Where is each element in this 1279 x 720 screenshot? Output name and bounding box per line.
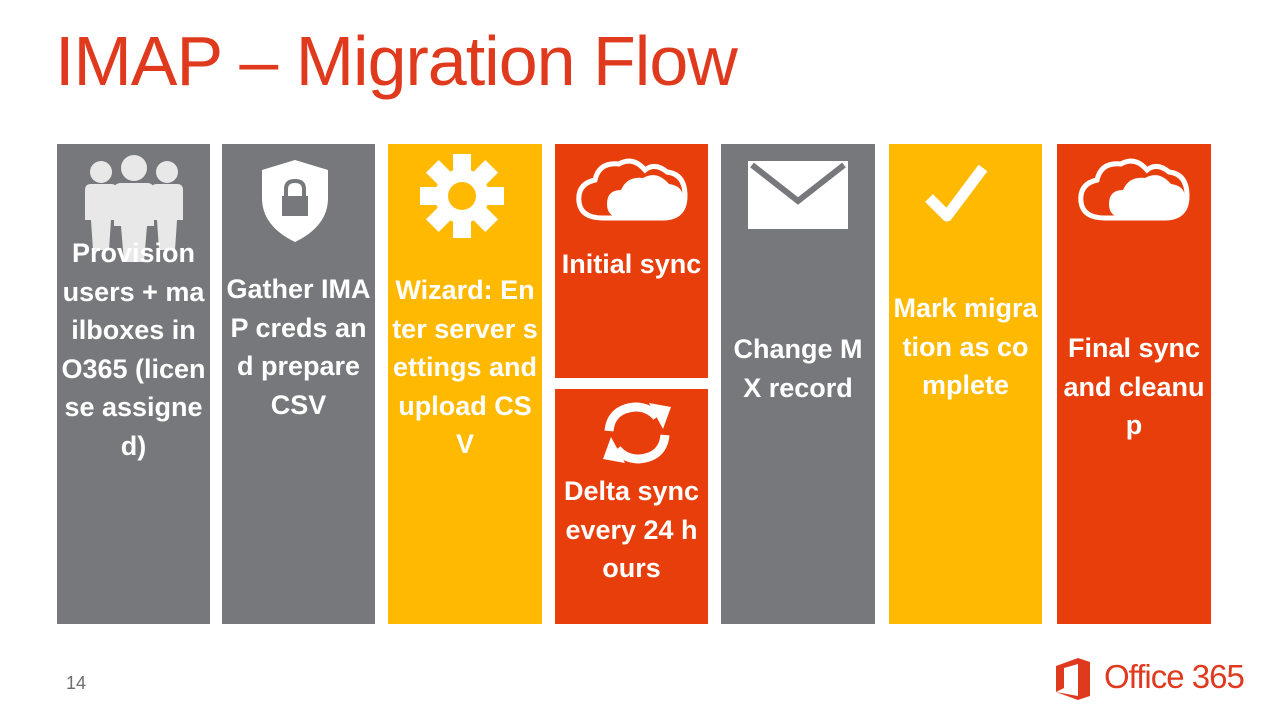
step-label: Initial sync [561,249,702,279]
gear-icon [420,154,504,238]
step-label: Final sync and cleanup [1063,333,1205,440]
step-gather-creds: Gather IMAP creds and prepare CSV [222,144,375,624]
step-provision-users: Provision users + mailboxes in O365 (lic… [57,144,210,624]
refresh-icon [603,402,671,464]
page-number: 14 [66,673,87,693]
step-label: Provision users + mailboxes in O365 (lic… [61,238,206,461]
envelope-icon [748,161,848,229]
step-label: Change MX record [733,334,863,403]
step-initial-sync: Initial sync [555,144,708,378]
step-label: Wizard: Enter server settings and upload… [392,275,538,459]
cloud-icon [1078,158,1190,221]
slide-title: IMAP – Migration Flow [55,22,738,100]
step-label: Gather IMAP creds and prepare CSV [226,274,371,420]
office-logo-icon [1056,658,1090,700]
office365-logo: Office 365 [1054,656,1254,702]
brand-name: Office 365 [1104,658,1245,695]
lock-shield-icon [262,160,328,242]
step-wizard: Wizard: Enter server settings and upload… [388,144,542,624]
cloud-icon [576,158,688,221]
checkmark-icon [925,164,988,222]
users-icon [85,155,183,262]
step-mark-complete: Mark migration as complete [889,144,1042,624]
step-final-sync: Final sync and cleanup [1057,144,1211,624]
step-label: Delta sync every 24 hours [563,476,700,583]
step-label: Mark migration as complete [893,293,1038,400]
step-change-mx: Change MX record [721,144,875,624]
step-delta-sync: Delta sync every 24 hours [555,389,708,624]
